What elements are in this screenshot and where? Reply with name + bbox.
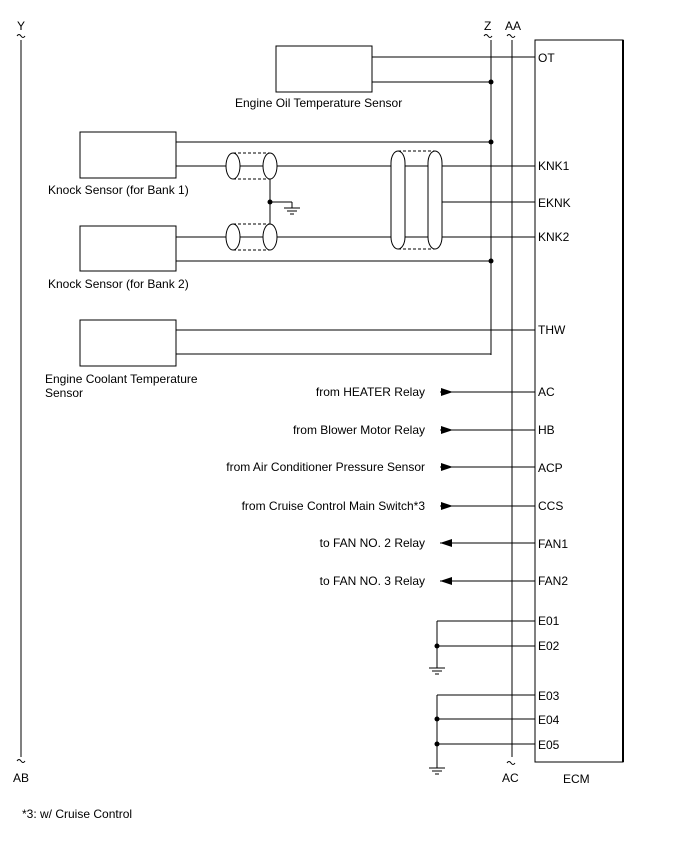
pin-eknk: EKNK — [538, 196, 571, 210]
footnote: *3: w/ Cruise Control — [22, 807, 133, 821]
signal-heater-relay: from HEATER Relay — [315, 385, 425, 399]
pin-e04: E04 — [538, 713, 560, 727]
connector-y-label: Y — [17, 19, 26, 33]
signal-cruise-main-switch: from Cruise Control Main Switch*3 — [241, 499, 425, 513]
pin-e03: E03 — [538, 689, 560, 703]
coolant-sensor-label-line2: Sensor — [45, 386, 84, 400]
knock-sensor-bank1-label: Knock Sensor (for Bank 1) — [48, 183, 189, 197]
pin-e01: E01 — [538, 614, 560, 628]
pin-thw: THW — [538, 323, 566, 337]
signal-fan3-relay: to FAN NO. 3 Relay — [319, 574, 425, 588]
oil-temp-sensor-label: Engine Oil Temperature Sensor — [235, 96, 403, 110]
connector-aa-label: AA — [505, 19, 522, 33]
pin-knk2: KNK2 — [538, 230, 570, 244]
pin-hb: HB — [538, 423, 555, 437]
signal-ac-pressure-sensor: from Air Conditioner Pressure Sensor — [226, 460, 425, 474]
pin-fan1: FAN1 — [538, 537, 569, 551]
connector-ac-label: AC — [502, 771, 519, 785]
signal-fan2-relay: to FAN NO. 2 Relay — [319, 536, 425, 550]
coolant-sensor-label-line1: Engine Coolant Temperature — [45, 372, 198, 386]
pin-ccs: CCS — [538, 499, 564, 513]
knock-sensor-bank2-label: Knock Sensor (for Bank 2) — [48, 277, 189, 291]
pin-e02: E02 — [538, 639, 560, 653]
connector-ab-label: AB — [13, 771, 30, 785]
pin-ot: OT — [538, 51, 555, 65]
connector-z-label: Z — [484, 19, 492, 33]
pin-ac: AC — [538, 385, 555, 399]
pin-fan2: FAN2 — [538, 574, 569, 588]
pin-acp: ACP — [538, 461, 563, 475]
signal-blower-relay: from Blower Motor Relay — [292, 423, 425, 437]
pin-e05: E05 — [538, 738, 560, 752]
pin-knk1: KNK1 — [538, 159, 570, 173]
ecm-label: ECM — [563, 772, 590, 786]
